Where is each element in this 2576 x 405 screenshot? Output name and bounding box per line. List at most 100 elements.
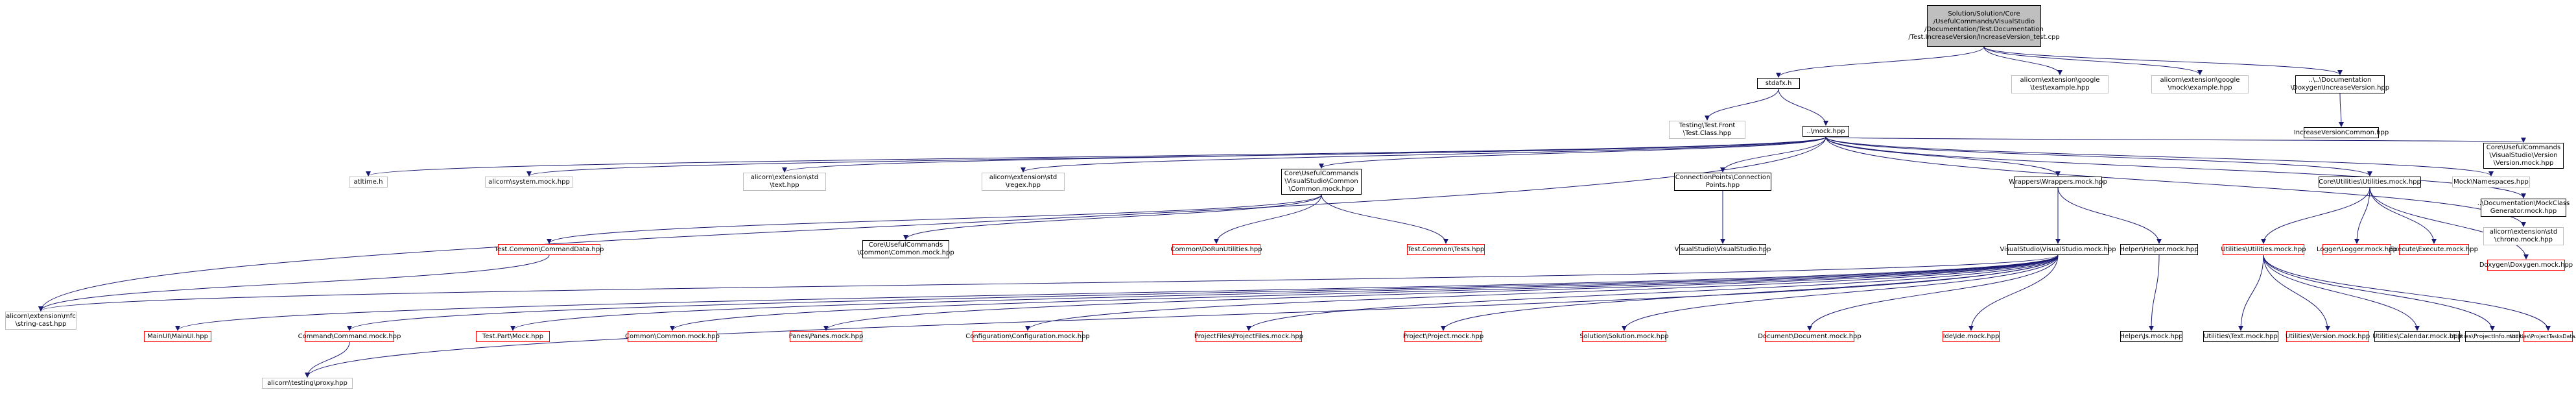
node-label: Helper\Js.mock.hpp [2120,332,2183,340]
edge-utilities_mock_core-to-execute_mock [2369,187,2437,244]
node-label: Mock\Namespaces.hpp [2453,178,2529,186]
node-label: Project\Project.mock.hpp [1402,332,1484,340]
node-label: alicorn\system.mock.hpp [488,178,570,186]
node-dorunutilities[interactable]: Common\DoRunUtilities.hpp [1170,244,1262,255]
node-helper-mock[interactable]: Helper\Helper.mock.hpp [2120,244,2199,255]
node-mock-hpp[interactable]: ..\mock.hpp [1802,126,1849,137]
edge-vs_mock-to-common_common_mock [670,254,2059,331]
node-common-common-mock[interactable]: Common\Common.mock.hpp [625,331,720,342]
edge-mock-to-mockclass_gen [1825,136,2526,199]
node-doxygen-increaseversion[interactable]: ..\..\Documentation\Doxygen\IncreaseVers… [2291,75,2389,93]
edge-command_mock-to-testing_proxy [305,341,350,378]
node-label: alicorn\testing\proxy.hpp [267,379,348,387]
edge-vs_common_mock-to-common_mock_core [903,194,1322,240]
node-core-common-mock[interactable]: Core\UsefulCommands\Common\Common.mock.h… [857,240,954,258]
node-wrappers-mock[interactable]: Wrappers\Wrappers.mock.hpp [2009,177,2107,188]
node-label: Helper\Helper.mock.hpp [2120,245,2199,253]
node-utilities-calendar-mock[interactable]: Utilities\Calendar.mock.hpp [2372,331,2462,342]
node-vs-common-mock[interactable]: Core\UsefulCommands\VisualStudio\Common\… [1281,169,1362,195]
node-doxygen-mock[interactable]: Doxygen\Doxygen.mock.hpp [2479,260,2573,271]
node-root-file: Solution/Solution/Core/UsefulCommands/Vi… [1908,5,2060,47]
node-label: Core\Utilities\Utilities.mock.hpp [2319,178,2421,186]
edge-vs_mock-to-panes_mock [823,254,2059,331]
node-label: Test.Common\Tests.hpp [1407,245,1485,253]
node-test-common-commanddata[interactable]: Test.Common\CommandData.hpp [495,244,604,255]
node-label: Configuration\Configuration.mock.hpp [965,332,1090,340]
edge-root-to-g_example [1983,46,2062,75]
edge-vs_mock-to-ide_mock [1968,254,2059,331]
node-command-mock[interactable]: Command\Command.mock.hpp [298,331,401,342]
edge-stdafx-to-testing_front [1705,88,1779,121]
edge-vs_common_mock-to-test_common_cmd [547,194,1322,244]
node-panes-mock[interactable]: Panes\Panes.mock.hpp [789,331,863,342]
node-utilities-version-mock[interactable]: Utilities\Version.mock.hpp [2286,331,2370,342]
node-logger-mock[interactable]: Logger\Logger.mock.hpp [2317,244,2397,255]
node-test-common-tests[interactable]: Test.Common\Tests.hpp [1407,244,1485,255]
node-helper-js-mock[interactable]: Helper\Js.mock.hpp [2120,331,2183,342]
edge-vs_mock-to-config_mock [1025,254,2059,331]
edge-test_common_cmd-to-mfc_string [38,254,550,312]
node-label: Utilities\ProjectInfo.mock.hpp [2450,333,2535,340]
edge-vs_mock-to-solution_mock [1622,254,2059,331]
node-document-mock[interactable]: Document\Document.mock.hpp [1758,331,1861,342]
edge-mock-to-mock_namespaces [1825,136,2494,177]
edge-utilities_mock_core-to-utilities_mock [2261,187,2370,244]
node-system-mock: alicorn\system.mock.hpp [485,177,573,188]
edge-stdafx-to-mock [1778,88,1828,126]
node-std-chrono: alicorn\extension\std\chrono.mock.hpp [2483,227,2564,245]
node-label: Solution/Solution/Core/UsefulCommands/Vi… [1908,10,2060,41]
edge-mock-to-wrappers_mock [1825,136,2061,177]
edge-vs_mock-to-projectfiles_mock [1246,254,2059,331]
node-execute-mock[interactable]: Execute\Execute.mock.hpp [2390,244,2478,255]
edge-mock-to-utilities_mock_core [1825,136,2372,177]
node-utilities-projecttasksdata[interactable]: Utilities\ProjectTasksData.hpp [2510,331,2576,342]
node-ide-mock[interactable]: Ide\Ide.mock.hpp [1943,331,2000,342]
node-google-test-example: alicorn\extension\google\test\example.hp… [2011,75,2109,93]
node-label: Ide\Ide.mock.hpp [1943,332,2000,340]
edge-utilities_mock_core-to-logger_mock [2354,187,2370,244]
edge-root-to-stdafx [1776,46,1985,78]
node-increaseversion-common[interactable]: IncreaseVersionCommon.hpp [2294,127,2389,138]
node-testing-front: Testing\Test.Front\Test.Class.hpp [1669,121,1745,139]
edge-mock-to-mfc_string [38,136,1826,312]
node-label: Test.Common\CommandData.hpp [494,245,604,253]
node-label: atltime.h [353,178,383,186]
edge-mock-to-version_mock_core [1825,136,2525,143]
node-project-mock[interactable]: Project\Project.mock.hpp [1402,331,1484,342]
node-mainui[interactable]: MainUI\MainUI.hpp [144,331,211,342]
node-test-part-mock[interactable]: Test.Part\Mock.hpp [476,331,550,342]
node-utilities-projectinfo-mock[interactable]: Utilities\ProjectInfo.mock.hpp [2450,331,2535,342]
node-core-utilities-mock[interactable]: Core\Utilities\Utilities.mock.hpp [2319,177,2421,188]
node-utilities-text-mock[interactable]: Utilities\Text.mock.hpp [2203,331,2278,342]
node-label: Common\DoRunUtilities.hpp [1170,245,1262,253]
edge-vs_mock-to-document_mock [1807,254,2059,331]
node-label: Testing\Test.Front\Test.Class.hpp [1679,122,1736,137]
node-visualstudio-hpp[interactable]: VisualStudio\VisualStudio.hpp [1675,244,1771,255]
node-visualstudio-mock[interactable]: VisualStudio\VisualStudio.mock.hpp [2000,244,2116,255]
node-label: alicorn\extension\std\regex.hpp [989,174,1058,189]
node-label: Doxygen\Doxygen.mock.hpp [2479,261,2573,269]
edge-root-to-doxygen_increase [1983,46,2343,75]
edge-mock-to-std_text [782,136,1826,173]
node-google-mock-example: alicorn\extension\google\mock\example.hp… [2151,75,2249,93]
node-label: Common\Common.mock.hpp [625,332,720,340]
node-solution-mock[interactable]: Solution\Solution.mock.hpp [1579,331,1669,342]
node-configuration-mock[interactable]: Configuration\Configuration.mock.hpp [965,331,1090,342]
edge-utilities_mock_core-to-doxygen_mock [2369,187,2529,260]
node-projectfiles-mock[interactable]: ProjectFiles\ProjectFiles.mock.hpp [1194,331,1303,342]
edge-utilities_mock-to-util_projecttasks [2263,254,2551,331]
node-utilities-mock[interactable]: Utilities\Utilities.mock.hpp [2221,244,2306,255]
node-stdafx[interactable]: stdafx.h [1757,78,1800,89]
node-core-version-mock[interactable]: Core\UsefulCommands\VisualStudio\Version… [2483,143,2564,169]
node-label: Utilities\ProjectTasksData.hpp [2509,333,2576,339]
edge-mock-to-atltime [366,136,1826,177]
edge-utilities_mock-to-util_calendar [2263,254,2420,331]
node-label: stdafx.h [1765,79,1792,87]
node-mock-namespaces: Mock\Namespaces.hpp [2452,177,2530,188]
edge-vs_mock-to-testing_proxy [305,254,2059,378]
node-label: Utilities\Calendar.mock.hpp [2372,332,2462,340]
